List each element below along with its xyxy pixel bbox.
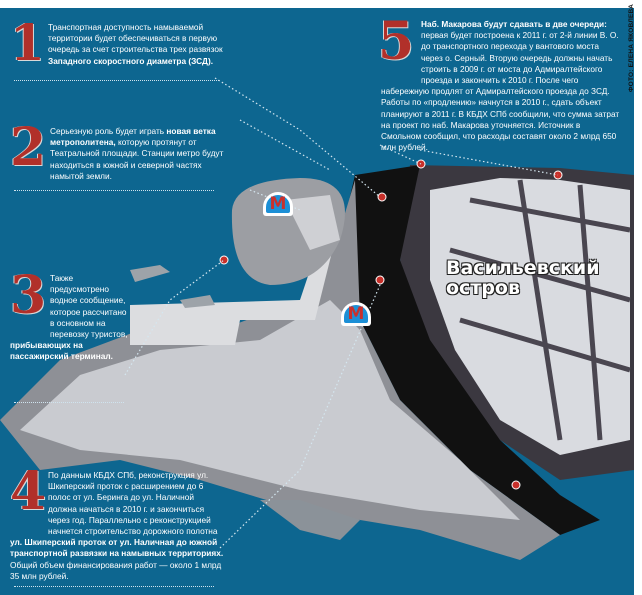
item-number-4: 4: [10, 461, 47, 522]
item-text-1-bold: Западного скоростного диаметра (ЗСД).: [48, 55, 214, 66]
item-number-5: 5: [378, 11, 415, 72]
item-text-1-body: Транспортная доступность намываемой терр…: [48, 22, 223, 55]
embankment: [340, 165, 600, 535]
item-number-3: 3: [10, 265, 47, 326]
island-label-line2: остров: [446, 277, 521, 299]
south-structures: [260, 500, 360, 540]
item-text-4: По данным КБДХ СПб, реконструкция ул. Шк…: [10, 470, 224, 582]
pier: [130, 240, 335, 345]
ships: [130, 265, 215, 308]
item-text-1: Транспортная доступность намываемой терр…: [48, 22, 226, 67]
item-text-2-bold: новая ветка метрополитена,: [50, 126, 216, 148]
item-text-3-bold: прибывающих на пассажирский терминал.: [10, 340, 113, 362]
item-text-5-body: первая будет построена к 2011 г. от 2-й …: [381, 30, 620, 153]
item-number-1: 1: [10, 13, 45, 72]
item-text-4-body: По данным КБДХ СПб, реконструкция ул. Шк…: [48, 470, 218, 537]
terminal: [285, 195, 340, 250]
item-text-2-body: которую протянут от Театральной площади.…: [50, 137, 224, 181]
metro-letter: М: [266, 195, 290, 214]
separator-2: [14, 190, 214, 191]
item-text-3: Также предусмотрено водное сообщение, ко…: [10, 273, 128, 363]
item-number-2: 2: [10, 117, 47, 178]
separator-4: [14, 586, 214, 587]
metro-letter: М: [344, 305, 368, 324]
island-blocks: [430, 178, 630, 455]
metro-icon-south: М: [341, 302, 371, 326]
separator-1: [14, 80, 219, 81]
separator-3: [14, 402, 124, 403]
item-text-5: Наб. Макарова будут сдавать в две очеред…: [381, 19, 621, 153]
photo-credit: ФОТО: ЕЛЕНА ЯКОВЛЕВА: [628, 4, 635, 93]
item-text-4-bold: ул. Шкиперский проток от ул. Наличная до…: [10, 537, 224, 559]
item-text-4-end: Общий объем финансирования работ — около…: [10, 559, 222, 581]
item-text-3-body: Также предусмотрено водное сообщение, ко…: [50, 273, 128, 340]
city-blocks: [20, 300, 520, 520]
metro-icon-north: М: [263, 192, 293, 216]
item-text-2-pre: Серьезную роль будет играть: [50, 126, 167, 136]
island-label: Васильевский остров: [446, 258, 600, 298]
item-text-2: Серьезную роль будет играть новая ветка …: [50, 126, 225, 182]
item-text-5-bold: Наб. Макарова будут сдавать в две очеред…: [421, 19, 607, 29]
island-streets: [449, 179, 631, 441]
island-label-line1: Васильевский: [446, 257, 600, 279]
